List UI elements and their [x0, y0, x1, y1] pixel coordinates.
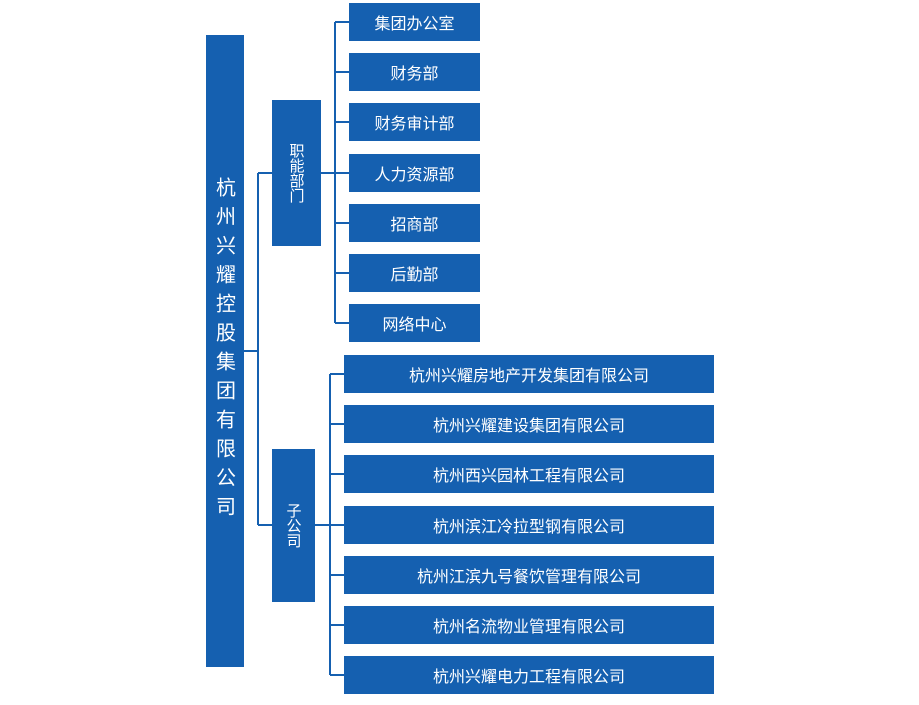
dept-node: 人力资源部	[349, 154, 480, 192]
subsidiary-node: 杭州兴耀电力工程有限公司	[344, 656, 714, 694]
subsidiary-node: 杭州兴耀建设集团有限公司	[344, 405, 714, 443]
branch-node-departments: 职能部门	[272, 100, 321, 246]
subsidiary-node: 杭州滨江冷拉型钢有限公司	[344, 506, 714, 544]
dept-node: 财务部	[349, 53, 480, 91]
root-node: 杭州兴耀控股集团有限公司	[206, 35, 244, 667]
subsidiary-node: 杭州江滨九号餐饮管理有限公司	[344, 556, 714, 594]
dept-node: 网络中心	[349, 304, 480, 342]
subsidiary-node: 杭州名流物业管理有限公司	[344, 606, 714, 644]
branch-node-subsidiaries: 子公司	[272, 449, 315, 602]
subsidiary-node: 杭州兴耀房地产开发集团有限公司	[344, 355, 714, 393]
subsidiary-node: 杭州西兴园林工程有限公司	[344, 455, 714, 493]
dept-node: 集团办公室	[349, 3, 480, 41]
dept-node: 后勤部	[349, 254, 480, 292]
dept-node: 招商部	[349, 204, 480, 242]
dept-node: 财务审计部	[349, 103, 480, 141]
